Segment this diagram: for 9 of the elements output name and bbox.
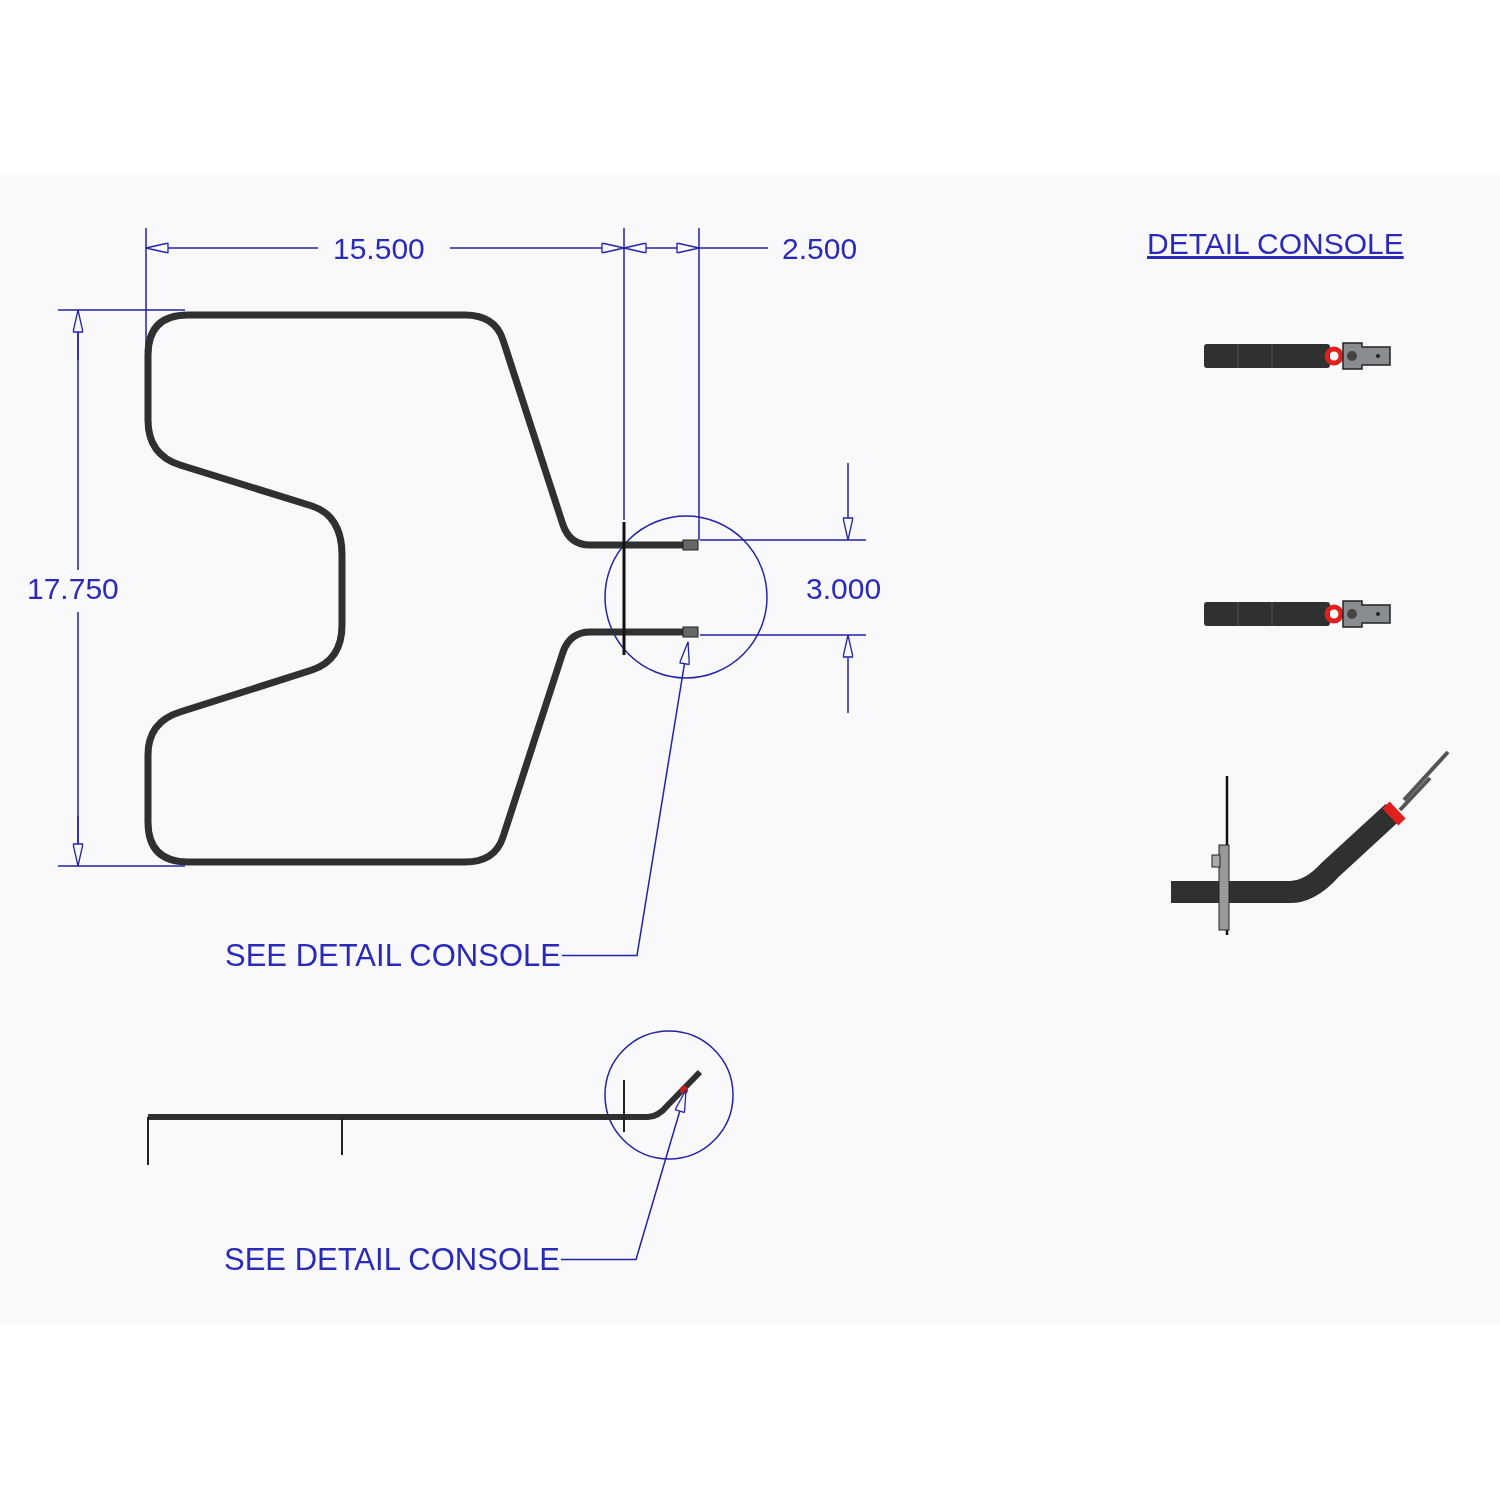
detail-heading: DETAIL CONSOLE: [1147, 229, 1404, 259]
dimension-value: 15.500: [333, 234, 425, 264]
dimension-value: 3.000: [806, 574, 882, 604]
dimension-value: 17.750: [27, 574, 119, 604]
dimension-value: 2.500: [782, 234, 858, 264]
callout-text: SEE DETAIL CONSOLE: [224, 1244, 560, 1275]
leader-line: [560, 1089, 687, 1261]
leader-line: [561, 641, 690, 957]
callout-text: SEE DETAIL CONSOLE: [225, 940, 561, 971]
